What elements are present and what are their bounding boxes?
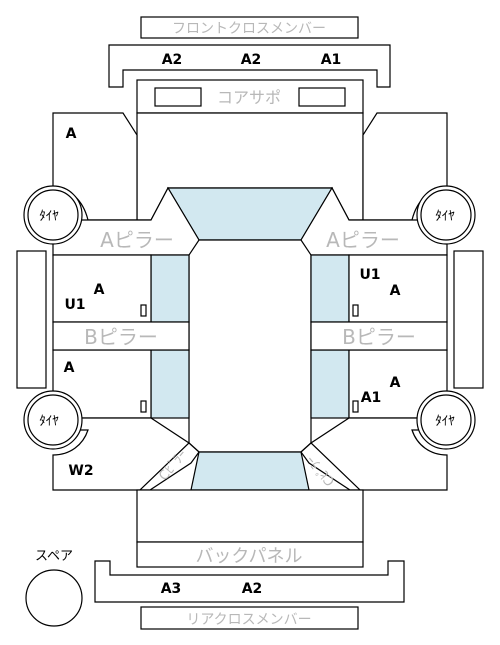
front-door-left — [52, 254, 152, 323]
c-pillar-left — [138, 442, 200, 491]
front-door-left-code-u1: U1 — [64, 297, 85, 313]
tire-rear-left-label: ﾀｲﾔ — [39, 414, 59, 429]
quarter-panel-left-code: W2 — [68, 463, 93, 479]
front-door-left-handle — [140, 304, 147, 317]
tire-rear-right: ﾀｲﾔ — [416, 390, 476, 450]
front-door-left-code-a: A — [94, 282, 105, 298]
front-window-left — [150, 254, 190, 323]
rear-cross-member-label: リアクロスメンバー — [186, 612, 311, 628]
front-door-right-code-a: A — [390, 283, 401, 299]
rear-door-left-code: A — [64, 360, 75, 376]
front-fender-left-code: A — [66, 126, 77, 142]
rocker-panel-right — [453, 250, 484, 389]
trunk-lid — [136, 489, 364, 543]
c-pillar-right — [300, 442, 362, 491]
headlight-right — [298, 87, 346, 107]
rear-window-left — [150, 349, 190, 419]
b-pillar-left-label: Bピラー — [84, 325, 158, 349]
rear-door-right-code-a1: A1 — [361, 390, 382, 406]
front-door-right-code-u1: U1 — [359, 267, 380, 283]
front-cross-member-label: フロントクロスメンバー — [172, 21, 326, 37]
front-door-right — [348, 254, 448, 323]
front-cross-member-box — [140, 16, 359, 39]
spare-label: スペア — [35, 549, 73, 564]
front-member-code-mid: A2 — [241, 52, 262, 68]
front-member-code-left: A2 — [162, 52, 183, 68]
tire-front-right: ﾀｲﾔ — [416, 185, 476, 245]
rear-window-right — [310, 349, 350, 419]
rear-cross-member-box — [140, 606, 359, 630]
roof-panel — [188, 239, 312, 453]
rear-member-code-left: A3 — [161, 581, 182, 597]
front-cross-member-frame — [108, 44, 391, 88]
front-member-code-right: A1 — [321, 52, 342, 68]
rear-window — [190, 451, 310, 491]
rear-member-code-mid: A2 — [242, 581, 263, 597]
tire-front-left: ﾀｲﾔ — [23, 185, 83, 245]
tire-front-left-label: ﾀｲﾔ — [39, 209, 59, 224]
front-window-right — [310, 254, 350, 323]
b-pillar-right — [310, 321, 448, 351]
b-pillar-left — [52, 321, 190, 351]
back-panel-label: バックパネル — [195, 546, 302, 567]
rear-cross-member-frame — [94, 560, 405, 603]
core-support-label: コアサポ — [217, 88, 281, 107]
rocker-panel-left — [16, 250, 47, 389]
tire-rear-left: ﾀｲﾔ — [23, 390, 83, 450]
front-door-right-handle — [352, 304, 359, 317]
tire-front-right-label: ﾀｲﾔ — [435, 209, 455, 224]
a-pillar-left-label: Aピラー — [100, 228, 174, 252]
headlight-left — [154, 87, 202, 107]
rear-door-right-handle — [352, 400, 359, 413]
b-pillar-right-label: Bピラー — [342, 325, 416, 349]
a-pillar-right-label: Aピラー — [326, 228, 400, 252]
back-panel-box — [136, 541, 364, 568]
tire-rear-right-label: ﾀｲﾔ — [435, 414, 455, 429]
rear-door-left-handle — [140, 400, 147, 413]
spare-tire — [25, 569, 83, 627]
rear-door-right-code-a: A — [390, 375, 401, 391]
